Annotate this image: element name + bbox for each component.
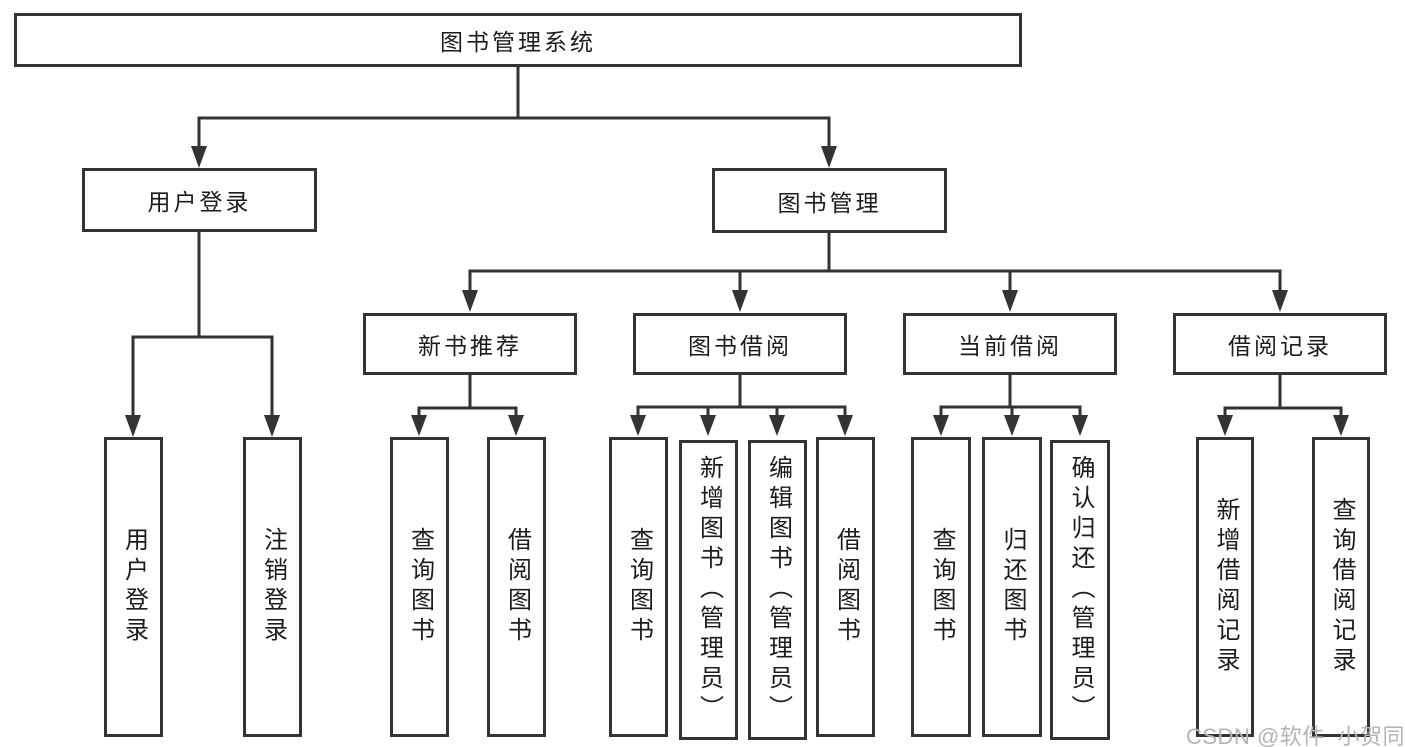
leaf-return-books: 归还图书 [982,437,1042,737]
leaf-label: 新增借阅记录 [1212,497,1239,677]
leaf-user-login: 用户登录 [104,437,163,737]
node-label: 图书管理系统 [440,29,596,55]
node-label: 借阅记录 [1228,333,1332,359]
node-label: 图书借阅 [688,333,792,359]
leaf-edit-book-admin: 编辑图书（管理员） [748,440,807,740]
leaf-label: 查询图书 [406,527,434,647]
node-library-management-system: 图书管理系统 [14,13,1022,67]
node-current-borrowing: 当前借阅 [903,313,1117,375]
leaf-label: 新增图书（管理员） [695,455,723,725]
node-book-borrowing: 图书借阅 [633,313,847,375]
leaf-label: 借阅图书 [832,527,860,647]
leaf-add-book-admin: 新增图书（管理员） [679,440,738,740]
node-label: 图书管理 [777,189,882,216]
leaf-label: 查询图书 [928,527,955,647]
node-label: 当前借阅 [958,333,1062,359]
leaf-label: 用户登录 [120,527,148,647]
node-label: 用户登录 [147,189,252,215]
leaf-borrow-books-recommend: 借阅图书 [487,437,546,737]
node-label: 新书推荐 [418,333,522,359]
watermark: CSDN @软件_小贺同学 [1186,724,1405,747]
leaf-label: 归还图书 [999,527,1026,647]
leaf-query-borrow-record: 查询借阅记录 [1312,437,1370,737]
leaf-label: 确认归还（管理员） [1067,455,1094,725]
arrowhead-group [125,146,1349,437]
node-new-book-recommend: 新书推荐 [363,313,577,375]
node-borrowing-records: 借阅记录 [1173,313,1387,375]
leaf-confirm-return-admin: 确认归还（管理员） [1050,440,1110,740]
leaf-label: 借阅图书 [503,527,531,647]
node-user-login: 用户登录 [82,168,317,232]
leaf-label: 查询图书 [625,527,653,647]
leaf-logout: 注销登录 [243,437,302,737]
leaf-borrow-books-borrowing: 借阅图书 [816,437,875,737]
leaf-label: 注销登录 [259,527,287,647]
leaf-query-books-current: 查询图书 [911,437,971,737]
leaf-query-books-recommend: 查询图书 [390,437,449,737]
node-book-management: 图书管理 [712,168,947,233]
leaf-query-books-borrowing: 查询图书 [609,437,668,737]
leaf-label: 查询借阅记录 [1328,497,1355,677]
leaf-add-borrow-record: 新增借阅记录 [1196,437,1254,737]
leaf-label: 编辑图书（管理员） [764,455,792,725]
